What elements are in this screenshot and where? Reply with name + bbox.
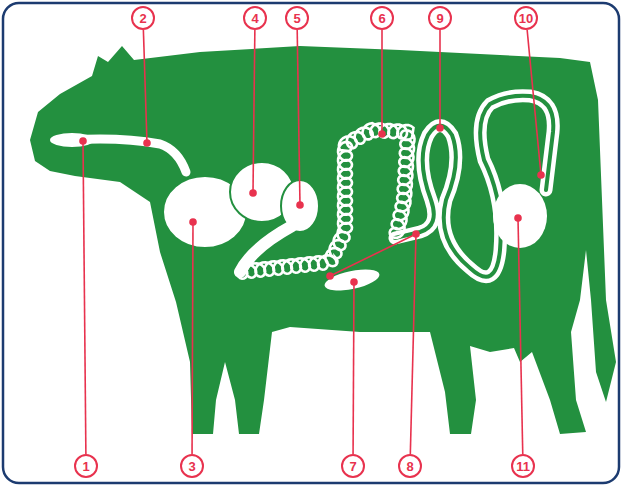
callout-circle: 11 (511, 454, 535, 478)
leader-line (381, 30, 383, 134)
callout-number: 6 (378, 12, 385, 25)
leader-dot (189, 218, 197, 226)
leader-dot (514, 214, 522, 222)
leader-dot (296, 201, 304, 209)
leader-dot (350, 278, 358, 286)
leader-line (518, 218, 523, 454)
leader-line (527, 30, 541, 175)
callout-circle: 2 (131, 6, 155, 30)
callout-number: 8 (406, 460, 413, 473)
callout-number: 10 (519, 12, 533, 25)
leader-line (191, 222, 194, 454)
callout-circle: 10 (514, 6, 538, 30)
digestive-organs (50, 96, 553, 295)
callout-circle: 9 (428, 6, 452, 30)
leader-line (253, 30, 255, 193)
leader-line (439, 30, 441, 128)
leader-line (83, 141, 86, 454)
callout-circle: 6 (370, 6, 394, 30)
callout-number: 9 (436, 12, 443, 25)
callout-number: 1 (82, 460, 89, 473)
callout-circle: 7 (341, 454, 365, 478)
callout-circle: 8 (398, 454, 422, 478)
frame (3, 3, 619, 483)
large-intestine-lumen (395, 96, 553, 277)
leader-dot (249, 189, 257, 197)
small-intestine (238, 123, 415, 278)
bladder (493, 184, 547, 248)
callout-circle: 3 (180, 454, 204, 478)
callout-number: 7 (349, 460, 356, 473)
caecum (323, 265, 382, 294)
callout-circle: 1 (74, 454, 98, 478)
leader-dot (79, 137, 87, 145)
large-intestine (395, 96, 553, 277)
leader-dot (143, 139, 151, 147)
leader-line (352, 282, 355, 454)
leader-dot (436, 124, 444, 132)
leader-dot (378, 130, 386, 138)
callout-number: 3 (188, 460, 195, 473)
callout-number: 5 (293, 12, 300, 25)
callout-number: 11 (516, 460, 530, 473)
leader-line (297, 30, 300, 205)
leader-dot (537, 171, 545, 179)
leader-lines (79, 30, 545, 454)
leader-line (330, 234, 416, 276)
leader-dot (326, 272, 334, 280)
intestine-coil (238, 123, 415, 278)
callout-number: 2 (139, 12, 146, 25)
callout-circle: 5 (285, 6, 309, 30)
callout-circle: 4 (243, 6, 267, 30)
oesophagus (72, 139, 186, 172)
leader-line (410, 234, 416, 454)
leader-line (143, 30, 147, 143)
callout-number: 4 (251, 12, 258, 25)
cow-silhouette (30, 46, 616, 434)
